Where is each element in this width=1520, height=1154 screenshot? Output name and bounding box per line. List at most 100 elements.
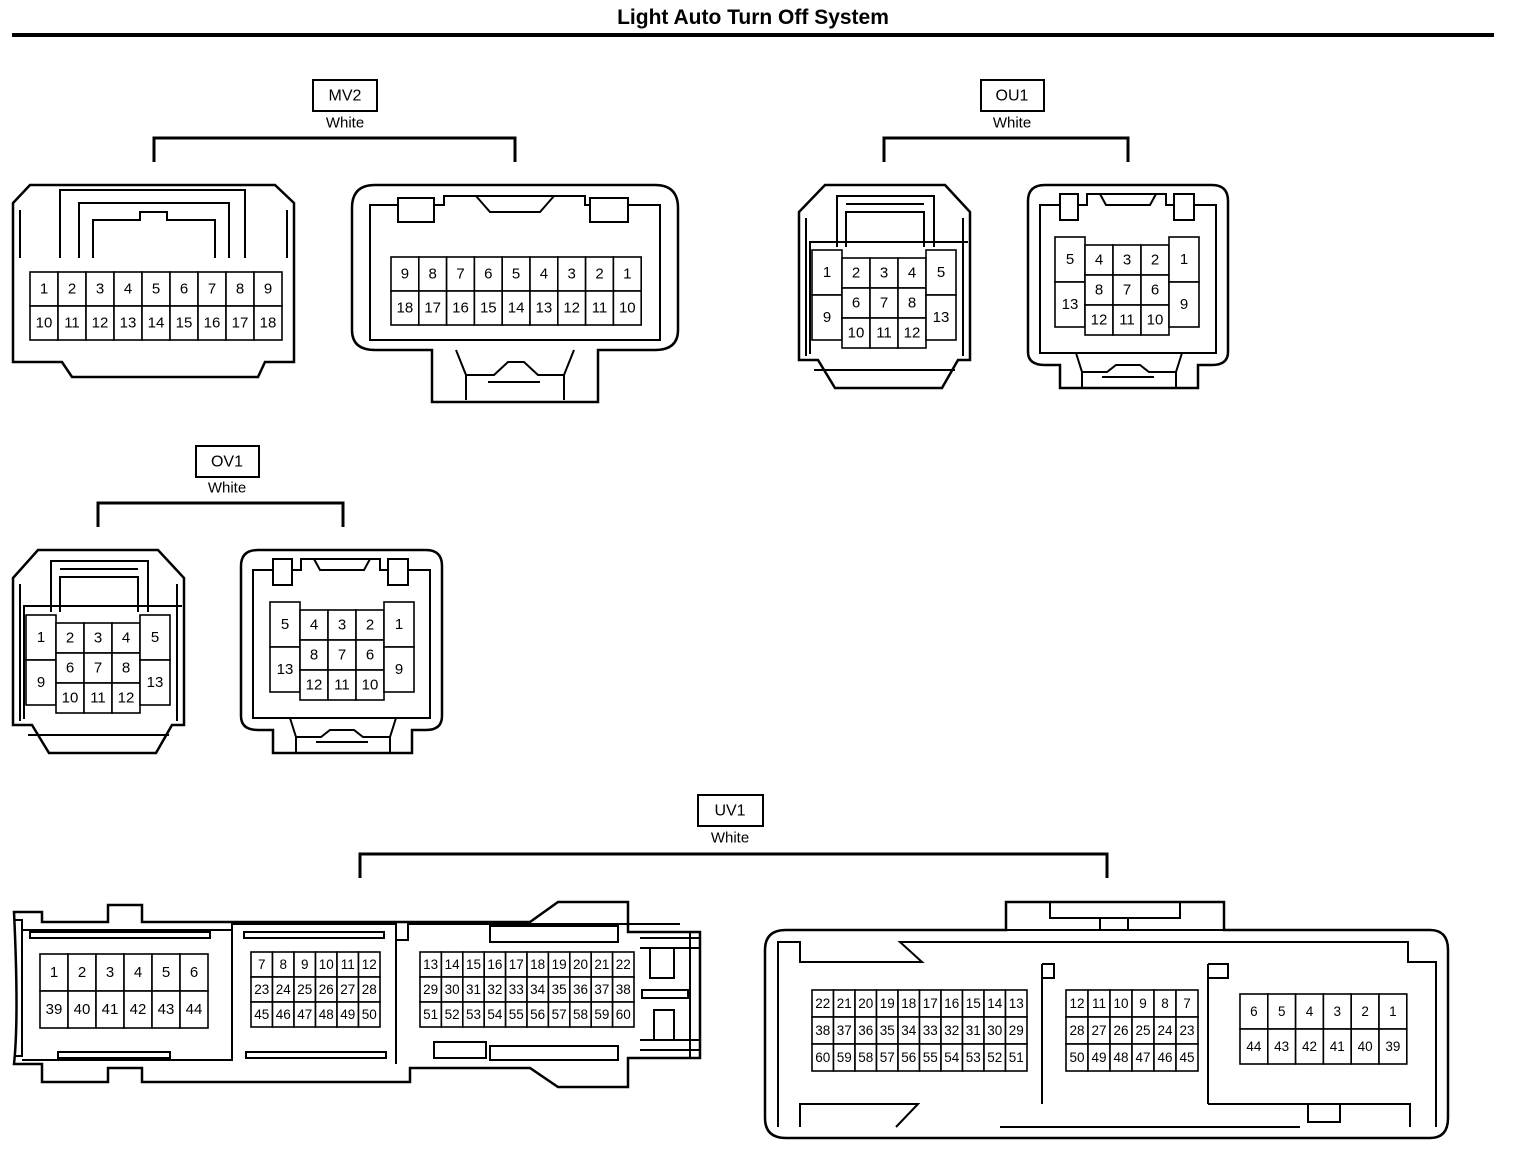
pin-number: 23: [1179, 1023, 1194, 1038]
pin-cell: 10: [841, 317, 871, 349]
pin-cell: 33: [918, 1016, 942, 1045]
pin-number: 9: [823, 309, 831, 326]
pin-cell: 10: [55, 682, 85, 714]
pin-cell: 31: [461, 976, 485, 1003]
pin-number: 8: [429, 266, 437, 283]
pin-number: 9: [37, 674, 45, 691]
pin-number: 17: [509, 957, 524, 972]
pin-number: 48: [319, 1007, 334, 1022]
pin-cell: 17: [225, 305, 255, 341]
pin-number: 22: [616, 957, 631, 972]
pin-cell-box: [1322, 1028, 1353, 1065]
pin-number: 56: [530, 1007, 545, 1022]
pin-number: 45: [1179, 1050, 1194, 1065]
ov1-male-housing: [11, 548, 186, 755]
pin-cell: 42: [123, 990, 153, 1029]
pin-cell: 48: [1109, 1043, 1133, 1072]
pin-cell-box: [1350, 1028, 1380, 1065]
pin-number: 51: [423, 1007, 438, 1022]
connector-label-box: [195, 445, 260, 478]
pin-cell: 5: [139, 614, 171, 661]
pin-cell: 17: [918, 989, 942, 1018]
pin-number: 12: [1091, 312, 1108, 329]
pin-number: 4: [1306, 1004, 1314, 1019]
connector-bracket: [96, 501, 345, 527]
pin-cell: 1: [811, 249, 843, 296]
pin-cell: 9: [25, 659, 57, 706]
pin-number: 43: [158, 1001, 175, 1018]
connector-id: UV1: [714, 803, 745, 820]
page-title: Light Auto Turn Off System: [617, 6, 889, 29]
pin-cell: 13: [529, 290, 559, 326]
connector-bracket: [152, 136, 517, 162]
pin-number: 15: [176, 315, 193, 332]
pin-cell: 43: [1267, 1028, 1297, 1065]
pin-cell: 1: [1168, 236, 1200, 283]
pin-number: 10: [62, 690, 79, 707]
pin-cell: 28: [1065, 1016, 1089, 1045]
pin-cell-box: [1378, 1028, 1408, 1065]
pin-cell: 16: [940, 989, 964, 1018]
pin-number: 8: [310, 647, 318, 664]
pin-number: 2: [78, 964, 86, 981]
pin-number: 3: [94, 630, 102, 647]
pin-cell: 10: [1140, 304, 1170, 336]
pin-cell: 8: [271, 951, 295, 978]
pin-cell: 29: [1004, 1016, 1028, 1045]
pin-cell: 6: [473, 256, 503, 292]
pin-cell-box: [869, 257, 899, 289]
pin-cell-box: [113, 305, 143, 341]
pin-number: 5: [281, 616, 289, 633]
pin-number: 8: [236, 281, 244, 298]
pin-number: 16: [452, 300, 469, 317]
pin-cell-box: [357, 1001, 381, 1028]
pin-number: 13: [147, 674, 164, 691]
pin-cell: 19: [547, 951, 571, 978]
pin-cell-box: [253, 271, 283, 307]
pin-number: 11: [592, 300, 608, 317]
pin-number: 11: [90, 690, 106, 707]
pin-cell: 7: [83, 652, 113, 684]
pin-cell: 11: [869, 317, 899, 349]
pin-number: 1: [395, 616, 403, 633]
pin-cell-box: [67, 990, 97, 1029]
pin-number: 28: [362, 982, 377, 997]
connector-mv2: MV2 White: [11, 79, 680, 404]
pin-number: 12: [563, 300, 580, 317]
pin-cell: 49: [1087, 1043, 1111, 1072]
pin-cell: 6: [1239, 993, 1269, 1030]
pin-cell-box: [925, 294, 957, 341]
pin-cell: 5: [1267, 993, 1297, 1030]
connector-color: White: [993, 115, 1031, 132]
pin-cell: 37: [832, 1016, 856, 1045]
pin-cell: 2: [67, 953, 97, 992]
pin-cell: 7: [327, 639, 357, 671]
pin-cell: 23: [250, 976, 274, 1003]
pin-cell: 20: [854, 989, 878, 1018]
pin-cell: 22: [611, 951, 635, 978]
pin-cell-box: [123, 990, 153, 1029]
pin-cell: 15: [961, 989, 985, 1018]
pin-cell: 60: [611, 1001, 635, 1028]
pin-number: 7: [880, 295, 888, 312]
pin-cell-box: [1175, 1043, 1199, 1072]
pin-number: 57: [880, 1050, 895, 1065]
pin-cell: 10: [612, 290, 643, 326]
pin-number: 12: [904, 325, 921, 342]
pin-number: 38: [616, 982, 631, 997]
pin-number: 1: [823, 264, 831, 281]
pin-cell: 45: [1175, 1043, 1199, 1072]
pin-cell-box: [1004, 1043, 1028, 1072]
pin-number: 58: [858, 1050, 873, 1065]
pin-cell: 9: [390, 256, 420, 292]
pin-number: 5: [512, 266, 520, 283]
uv1-male-housing: [12, 900, 702, 1089]
pin-number: 2: [68, 281, 76, 298]
pin-cell: 36: [854, 1016, 878, 1045]
pin-number: 9: [395, 661, 403, 678]
pin-cell: 41: [95, 990, 125, 1029]
pin-number: 4: [122, 630, 130, 647]
pin-number: 6: [1151, 282, 1159, 299]
pin-cell: 13: [269, 646, 301, 693]
pin-number: 56: [901, 1050, 916, 1065]
